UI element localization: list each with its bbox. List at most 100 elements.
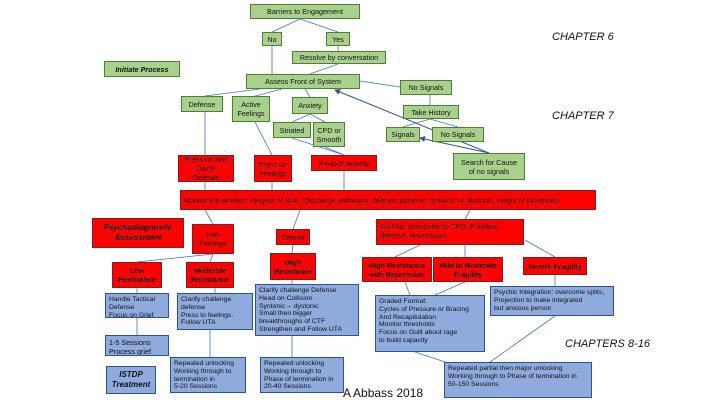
wire [414, 351, 446, 363]
press-clarify-node: Press on and Clarify Defense [178, 155, 234, 182]
wire [271, 18, 301, 33]
monitor-parameters-node: Monitor Parameters: Degree of Rise, Disc… [180, 190, 596, 210]
wire [209, 253, 214, 263]
wire [359, 80, 401, 88]
istdp-treatment-section: ISTDP Treatment [106, 366, 156, 394]
node-label: Barriers to Engagement [267, 7, 343, 16]
node-label: Press on and Clarify Defense [184, 155, 228, 182]
psychodiagnostic-assessment-section: Psychodiagnostic Assessment [92, 218, 184, 248]
node-label: Severe Fragility [528, 261, 582, 271]
wire [136, 253, 214, 263]
wire [434, 281, 466, 296]
wire [291, 244, 294, 254]
repeated-50-150-node: Repeated partial then major unlocking Wo… [444, 362, 592, 398]
wire [254, 121, 273, 156]
severe-fragility-node: Severe Fragility [523, 257, 587, 275]
node-label: Reduce Anxiety [319, 158, 369, 168]
striated-node: Striated [273, 122, 311, 138]
node-label: 1-5 Sessions Process grief [109, 338, 151, 356]
repeated-20-40-node: Repeated unlocking Working through to Ph… [260, 357, 344, 393]
node-label: Defense [188, 99, 216, 109]
node-label: Mild to Moderate Fragility [439, 260, 497, 279]
clarify-challenge-moderate-node: Clarify challenge defense Press to feeli… [177, 293, 253, 330]
author-credit: A Abbass 2018 [343, 386, 424, 400]
section-label: Psychodiagnostic Assessment [103, 223, 173, 242]
wire [309, 113, 326, 123]
go-flat-node: Go Flat: thresholds to CPD, Primitive de… [376, 219, 524, 245]
chapter-6-label: CHAPTER 6 [552, 31, 614, 43]
initiate-process-section: Initiate Process [104, 61, 180, 77]
node-label: Search for Cause of no signals [461, 157, 517, 176]
psychic-integration-node: Psychic Integration: overcome splits, Pr… [490, 286, 614, 316]
section-label: ISTDP Treatment [111, 370, 151, 389]
node-label: Yes [332, 34, 344, 44]
press-feelings-node: Press on Feelings [254, 155, 292, 182]
no-signals-top-node: No Signals [400, 80, 452, 95]
low-resistance-node: Low Resistance [112, 262, 162, 288]
wire [464, 209, 471, 220]
mild-moderate-fragility-node: Mild to Moderate Fragility [433, 257, 503, 282]
node-label: Monitor Parameters: Degree of Rise, Disc… [184, 195, 560, 205]
chapter-8-16-label: CHAPTERS 8-16 [565, 338, 650, 350]
cpd-smooth-node: CPD or Smooth [313, 122, 345, 147]
node-label: No Signals [440, 130, 476, 139]
node-label: Clarify challenge defense Press to feeli… [181, 296, 234, 327]
node-label: Press on Feelings [258, 159, 288, 178]
sessions-1-5-node: 1-5 Sessions Process grief [105, 335, 169, 356]
wire [254, 88, 283, 97]
node-label: CPD or Smooth [316, 125, 342, 144]
node-label: Resolve by conversation [299, 53, 379, 62]
anxiety-node: Anxiety [292, 97, 328, 114]
wire [204, 209, 214, 225]
node-label: Moderate Resistance [191, 266, 229, 284]
high-resistance-node: High Resistance [270, 253, 316, 280]
resolve-node: Resolve by conversation [292, 51, 386, 64]
node-label: Psychic Integration: overcome splits, Pr… [494, 289, 605, 312]
yes-node: Yes [326, 32, 350, 46]
wire [404, 281, 411, 296]
wire [309, 63, 339, 75]
wire [292, 209, 301, 230]
defense-node: Defense [181, 96, 223, 112]
node-label: Signals [391, 130, 415, 139]
assess-front-node: Assess Front of System [246, 74, 360, 89]
handle-tactical-node: Handle Tactical Defense Focus on Grief [105, 293, 169, 318]
signals-node: Signals [386, 127, 420, 142]
node-label: No [267, 34, 277, 44]
node-label: Striated [279, 125, 305, 135]
wire [304, 88, 311, 98]
node-label: Assess Front of System [265, 77, 341, 86]
wire [489, 315, 556, 363]
no-signals-mid-node: No Signals [432, 127, 484, 142]
reduce-anxiety-node: Reduce Anxiety [311, 155, 377, 171]
search-cause-node: Search for Cause of no signals [453, 153, 525, 180]
node-label: Defend [281, 232, 305, 242]
wire [299, 18, 339, 33]
active-feelings-node: Active Feelings [232, 96, 270, 122]
node-label: High Resistance with Repression [369, 260, 425, 279]
node-label: Go Flat: thresholds to CPD, Primitive de… [380, 222, 498, 240]
arrow [419, 136, 490, 154]
defend-node: Defend [276, 229, 310, 245]
wire [324, 146, 345, 156]
node-label: Clarify challenge Defense Head on Collis… [259, 287, 342, 334]
repeated-5-20-node: Repeated unlocking Working through to te… [170, 357, 246, 393]
feel-feelings-node: Feel Feelings [192, 224, 234, 254]
barriers-node: Barriers to Engagement [250, 4, 360, 19]
node-label: Active Feelings [237, 100, 265, 118]
wire [394, 244, 421, 258]
node-label: Feel Feelings [199, 230, 227, 248]
chapter-7-label: CHAPTER 7 [552, 110, 614, 122]
node-label: Take History [411, 107, 451, 117]
node-label: Repeated unlocking Working through to te… [174, 360, 235, 391]
node-label: Repeated partial then major unlocking Wo… [448, 365, 577, 388]
section-label: Initiate Process [115, 64, 169, 74]
moderate-resistance-node: Moderate Resistance [186, 262, 234, 288]
no-node: No [262, 32, 282, 46]
node-label: High Resistance [274, 257, 312, 276]
node-label: No Signals [408, 83, 444, 92]
high-resistance-repression-node: High Resistance with Repression [362, 257, 432, 282]
clarify-challenge-high-node: Clarify challenge Defense Head on Collis… [255, 284, 359, 336]
wire [204, 88, 261, 97]
